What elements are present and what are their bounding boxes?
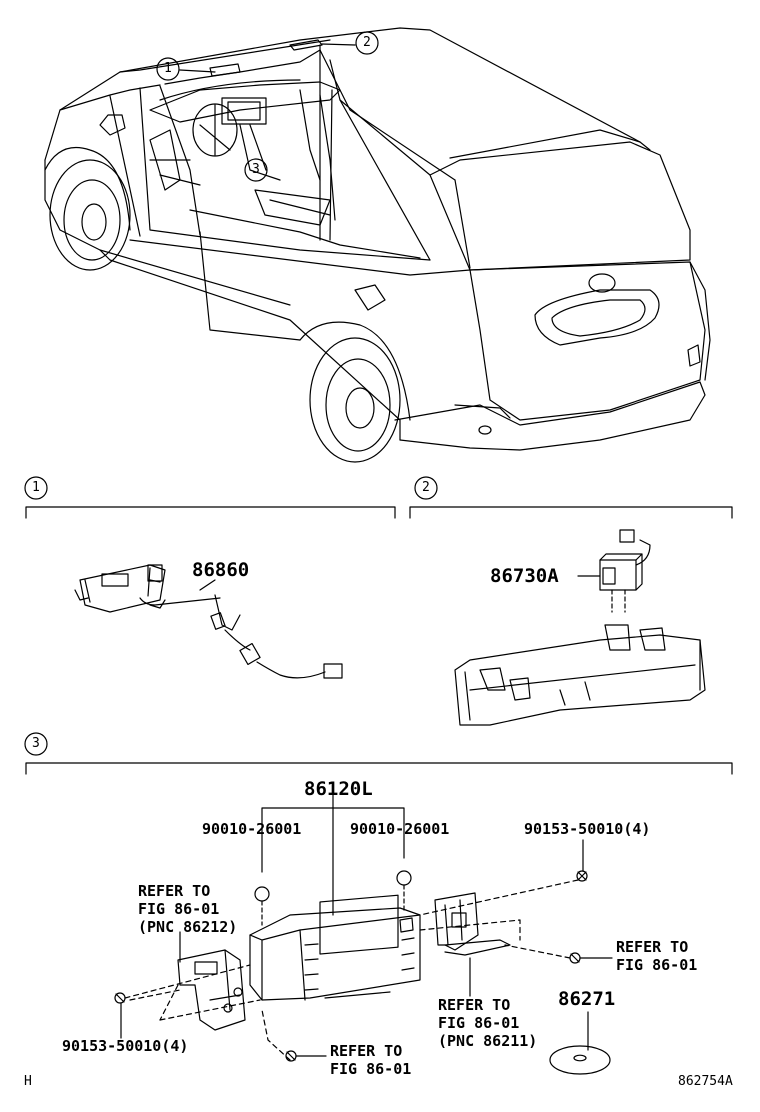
vehicle-illustration [44, 27, 711, 463]
screw-right [569, 952, 581, 964]
section-2-bracket [409, 506, 733, 519]
screw-lower [285, 1050, 297, 1062]
callout-3-label: 3 [252, 162, 260, 177]
footer-code-left: H [24, 1074, 32, 1089]
part-number-86730A: 86730A [490, 565, 559, 587]
screw-top [576, 870, 588, 882]
section-1-bracket [25, 506, 396, 519]
part-number-screw-bottom: 90153-50010(4) [62, 1037, 189, 1055]
part-number-screw-top: 90153-50010(4) [524, 820, 651, 838]
part-86730A-drawing [454, 529, 706, 726]
bolt-right [396, 870, 412, 886]
refer-note-bottom: REFER TO FIG 86-01 [330, 1042, 412, 1078]
callout-1-circle [156, 57, 180, 81]
part-number-86860: 86860 [192, 559, 250, 581]
part-number-86271: 86271 [558, 988, 616, 1010]
part-number-bolt-right: 90010-26001 [350, 820, 450, 838]
section-2-label: 2 [422, 480, 430, 495]
section-2-circle [414, 476, 438, 500]
refer-note-left: REFER TO FIG 86-01 (PNC 86212) [138, 882, 238, 936]
callout-2-circle [355, 31, 379, 55]
section-3-circle [24, 732, 48, 756]
right-bracket [434, 892, 511, 956]
part-number-86120L: 86120L [304, 778, 373, 800]
part-number-bolt-left: 90010-26001 [202, 820, 302, 838]
section-1-circle [24, 476, 48, 500]
callout-2-label: 2 [363, 35, 371, 50]
section-3-label: 3 [32, 736, 40, 751]
head-unit-86120L [249, 894, 421, 1001]
refer-note-middle: REFER TO FIG 86-01 (PNC 86211) [438, 996, 538, 1050]
refer-note-right-top: REFER TO FIG 86-01 [616, 938, 698, 974]
left-bracket [177, 949, 246, 1031]
bolt-left [254, 886, 270, 902]
section-3-bracket [25, 762, 733, 775]
section-1-label: 1 [32, 480, 40, 495]
assembly-lines [124, 879, 579, 1061]
disc-86271 [549, 1045, 611, 1075]
part-86860-drawing [74, 564, 343, 679]
callout-1-label: 1 [164, 61, 172, 76]
screw-bottom [114, 992, 126, 1004]
figure-id: 862754A [678, 1074, 733, 1089]
callout-3-circle [244, 158, 268, 182]
